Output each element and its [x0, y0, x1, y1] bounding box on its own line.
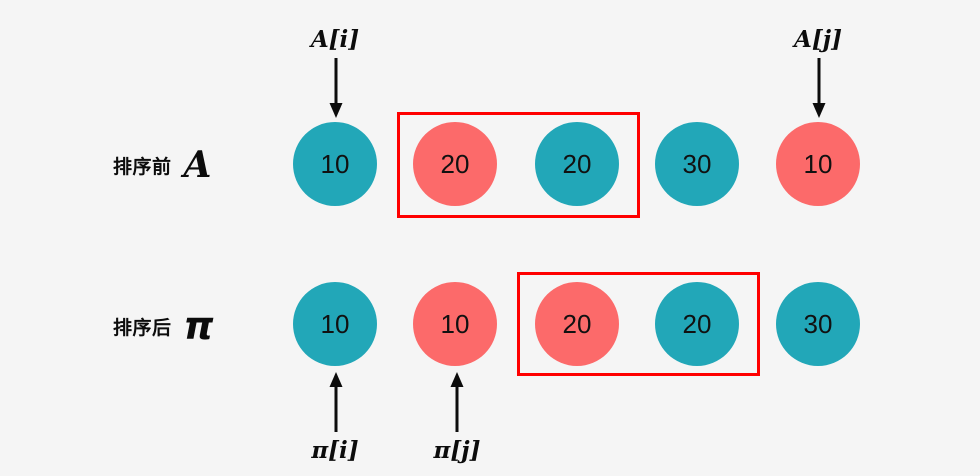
node-before-4[interactable]: 10 — [776, 122, 860, 206]
node-value: 10 — [320, 308, 350, 339]
highlight-box-before — [397, 112, 640, 218]
node-before-2[interactable]: 20 — [535, 122, 619, 206]
row-label-after-text: 排序后 — [113, 316, 172, 339]
row-label-after: 排序后 π — [113, 307, 214, 345]
pointer-label-a-j: A[j] — [794, 26, 842, 53]
node-after-0[interactable]: 10 — [293, 282, 377, 366]
node-value: 10 — [803, 148, 833, 179]
arrow-down-a-i — [329, 58, 343, 118]
arrow-up-pi-i — [329, 372, 343, 432]
node-value: 10 — [320, 148, 350, 179]
node-value: 20 — [682, 308, 712, 339]
node-value: 10 — [440, 308, 470, 339]
node-value: 30 — [803, 308, 833, 339]
pointer-label-pi-i: π[i] — [311, 437, 359, 464]
node-before-3[interactable]: 30 — [655, 122, 739, 206]
node-after-3[interactable]: 20 — [655, 282, 739, 366]
arrow-down-a-j — [812, 58, 826, 118]
pointer-label-a-i: A[i] — [310, 26, 360, 53]
arrow-up-pi-j — [450, 372, 464, 432]
highlight-box-after — [517, 272, 760, 376]
row-symbol-pi: π — [183, 304, 214, 348]
node-value: 20 — [562, 148, 592, 179]
row-symbol-a: A — [183, 144, 212, 186]
node-value: 20 — [440, 148, 470, 179]
node-before-1[interactable]: 20 — [413, 122, 497, 206]
row-label-before: 排序前 A — [113, 147, 211, 183]
node-before-0[interactable]: 10 — [293, 122, 377, 206]
pointer-label-pi-j: π[j] — [433, 437, 481, 464]
node-after-1[interactable]: 10 — [413, 282, 497, 366]
node-after-2[interactable]: 20 — [535, 282, 619, 366]
node-value: 30 — [682, 148, 712, 179]
row-label-before-text: 排序前 — [113, 155, 172, 178]
node-after-4[interactable]: 30 — [776, 282, 860, 366]
node-value: 20 — [562, 308, 592, 339]
